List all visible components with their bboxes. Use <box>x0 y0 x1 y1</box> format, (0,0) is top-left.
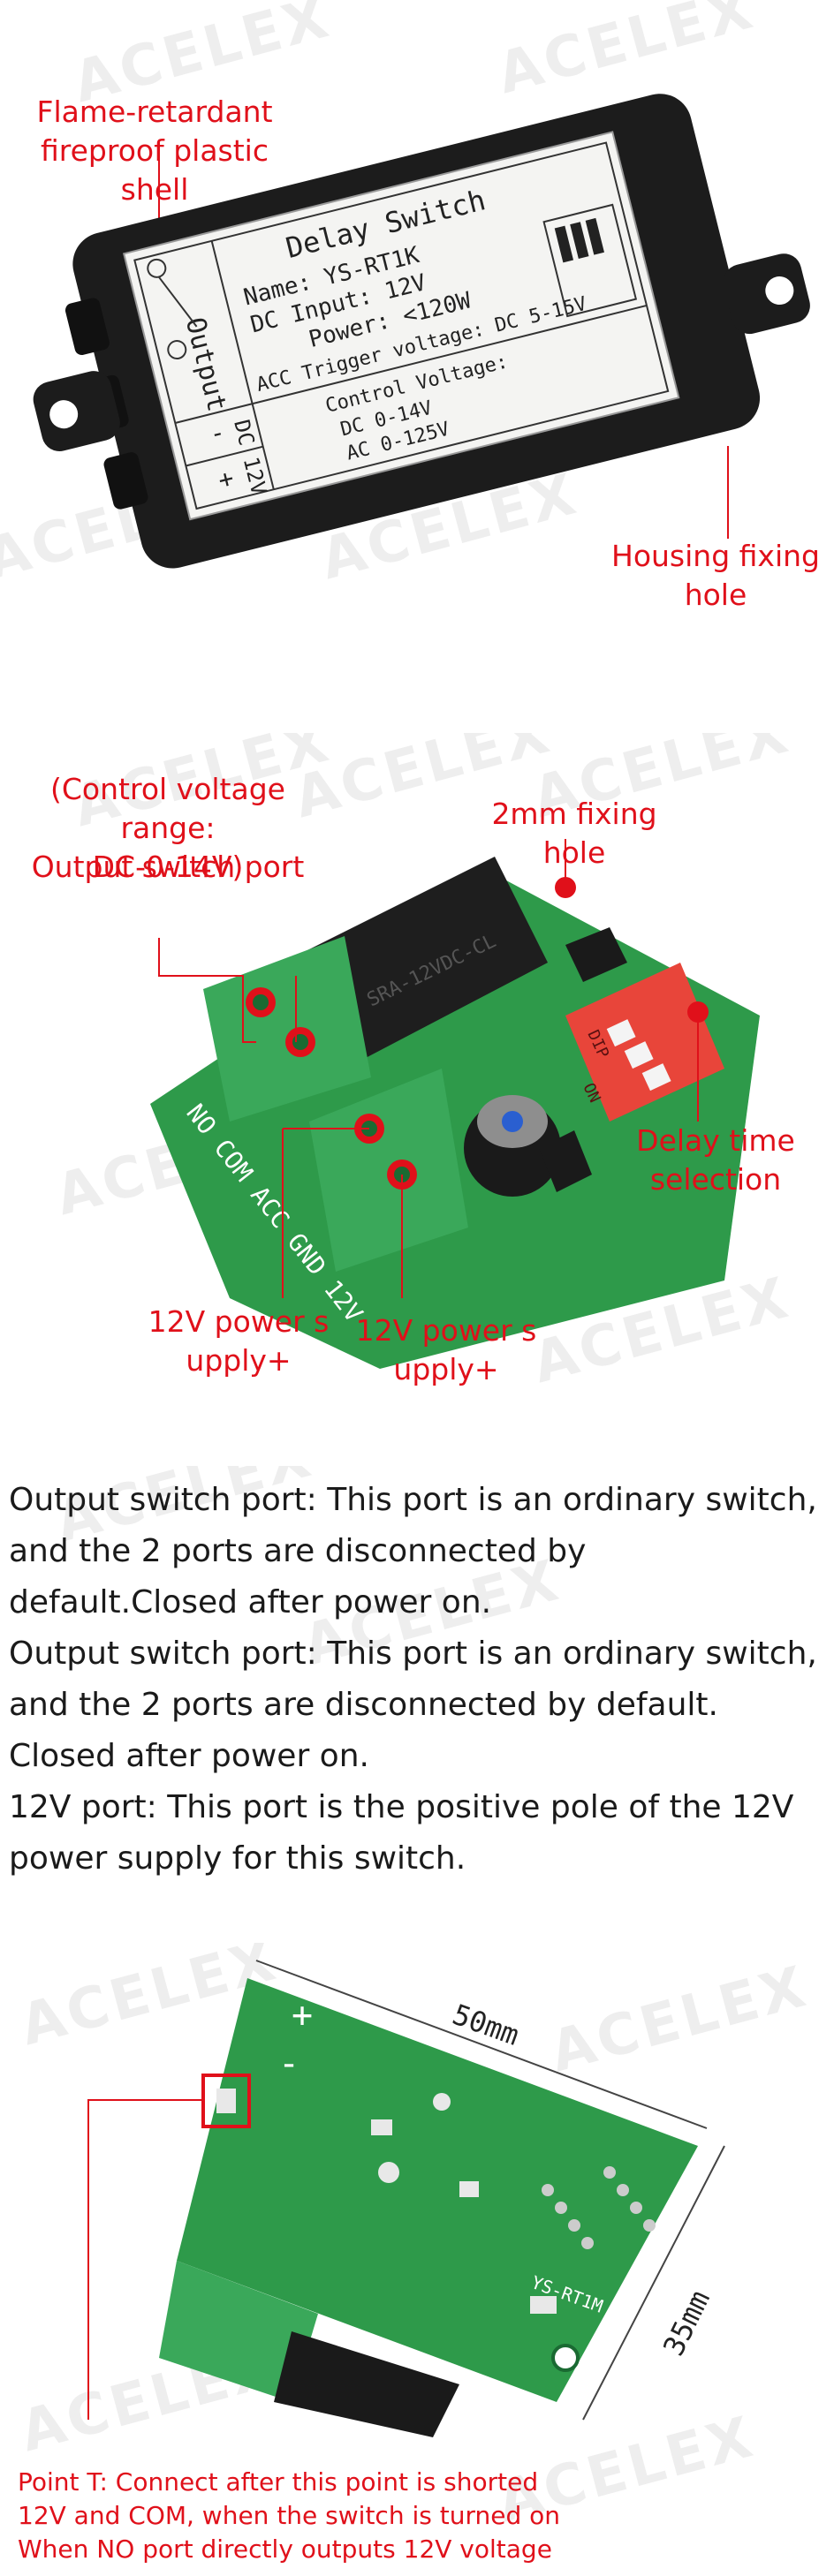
shell-label: Flame-retardant fireproof plastic shell <box>9 93 300 209</box>
delay-time-line2: selection <box>649 1162 782 1197</box>
minus-mark: - <box>278 2043 299 2084</box>
pcb-top-section: ACELEX ACELEX ACELEX ACELEX ACELEX SRA-1… <box>0 733 834 1439</box>
power-right-line2: upply+ <box>393 1352 499 1386</box>
power-right-line1: 12V power s <box>355 1313 537 1348</box>
power-right-label: 12V power s upply+ <box>349 1311 543 1389</box>
dimension-height: 35mm <box>656 2285 716 2361</box>
pcb-illustration: SRA-12VDC-CL DIP ON NO COM ACC GND 12V <box>150 839 760 1369</box>
control-range-line2: DC-0-14V) <box>92 850 244 884</box>
description-paragraph: Output switch port: This port is an ordi… <box>9 1482 817 1620</box>
pcb-bottom-section: ACELEX ACELEX ACELEX ACELEX + - YS-RT1M … <box>0 1943 834 2576</box>
fixing-hole-label-line1: Housing fixing <box>611 539 820 573</box>
power-left-line2: upply+ <box>186 1343 292 1378</box>
delay-time-line1: Delay time <box>636 1123 795 1158</box>
pcb-bottom-illustration: + - YS-RT1M V1.0 50mm 35mm <box>87 1960 725 2437</box>
description-paragraph: 12V port: This port is the positive pole… <box>9 1789 794 1877</box>
fixing-hole-label-line2: hole <box>684 578 747 612</box>
point-t-note-line: 12V and COM, when the switch is turned o… <box>18 2501 561 2530</box>
control-range-label: (Control voltage range: DC-0-14V) <box>0 770 336 887</box>
output-port-label: Output switch port <box>31 850 305 884</box>
shell-label-line1: Flame-retardant <box>36 94 273 129</box>
power-left-line1: 12V power s <box>148 1304 330 1339</box>
delay-time-label: Delay time selection <box>618 1122 813 1199</box>
two-mm-hole-label: 2mm fixing hole <box>491 797 657 870</box>
housing-section: ACELEX ACELEX ACELEX ACELEX Output Dela <box>0 0 834 671</box>
shell-label-line2: fireproof plastic shell <box>41 133 269 207</box>
description-text: Output switch port: This port is an ordi… <box>9 1475 822 1885</box>
description-paragraph: Output switch port: This port is an ordi… <box>9 1635 817 1774</box>
power-left-label: 12V power s upply+ <box>141 1303 336 1380</box>
housing-illustration: Output Delay Switch Name: YS-RT1K DC Inp… <box>33 94 810 569</box>
point-t-note-line: When NO port directly outputs 12V voltag… <box>18 2534 552 2564</box>
point-t-note-line: Point T: Connect after this point is sho… <box>18 2467 539 2497</box>
control-range-line1: (Control voltage range: <box>50 772 285 845</box>
fixing-hole-label: Housing fixing hole <box>610 537 822 615</box>
point-t-note: Point T: Connect after this point is sho… <box>18 2466 813 2566</box>
description-section: ACELEX ACELEX Output switch port: This p… <box>0 1466 834 1925</box>
plus-mark: + <box>292 1995 313 2036</box>
dimension-width: 50mm <box>448 1998 523 2052</box>
